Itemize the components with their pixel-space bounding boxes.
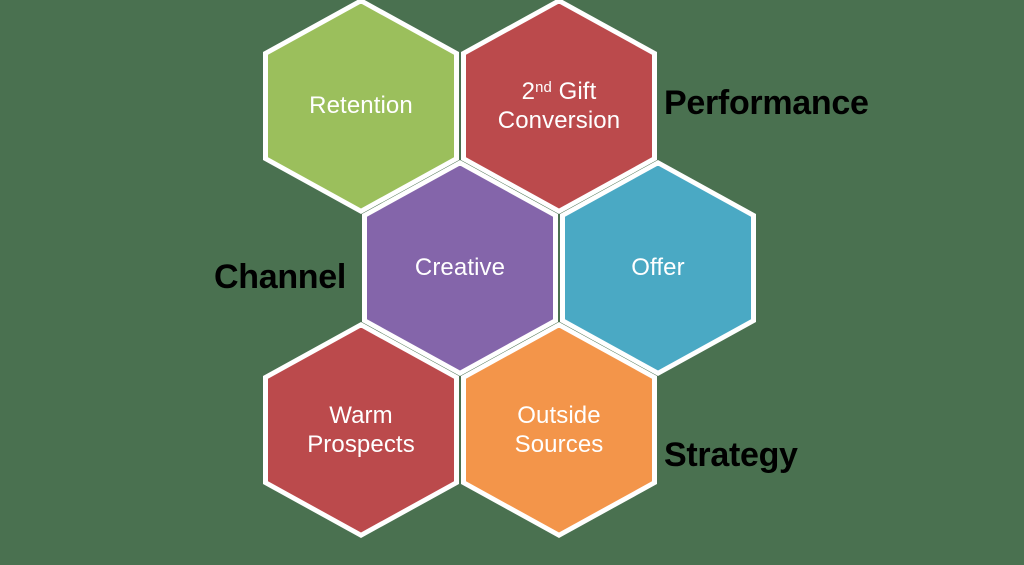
hexagon-creative-label: Creative [414, 254, 506, 282]
hexagon-outside-sources[interactable]: Outside Sources [461, 322, 657, 538]
category-label-channel: Channel [214, 258, 347, 296]
hexagon-outside-sources-fill: Outside Sources [466, 327, 652, 533]
hexagon-retention-label: Retention [309, 92, 413, 120]
hexagon-warm-prospects-label: Warm Prospects [307, 401, 415, 458]
second-gift-word: Gift [551, 77, 597, 105]
hexagon-warm-prospects-fill: Warm Prospects [268, 327, 454, 533]
category-label-performance: Performance [664, 84, 869, 122]
hexagon-creative-fill: Creative [367, 165, 553, 371]
hexagon-offer-fill: Offer [565, 165, 751, 371]
hexagon-retention-fill: Retention [268, 3, 454, 209]
second-gift-ordinal-suffix: nd [535, 80, 552, 97]
hexagon-offer[interactable]: Offer [560, 160, 756, 376]
hexagon-offer-label: Offer [631, 254, 685, 282]
second-gift-conversion-word: Conversion [497, 107, 621, 134]
hexagon-outside-sources-label: Outside Sources [514, 401, 604, 458]
category-label-strategy: Strategy [664, 436, 798, 474]
second-gift-number: 2 [521, 77, 536, 105]
